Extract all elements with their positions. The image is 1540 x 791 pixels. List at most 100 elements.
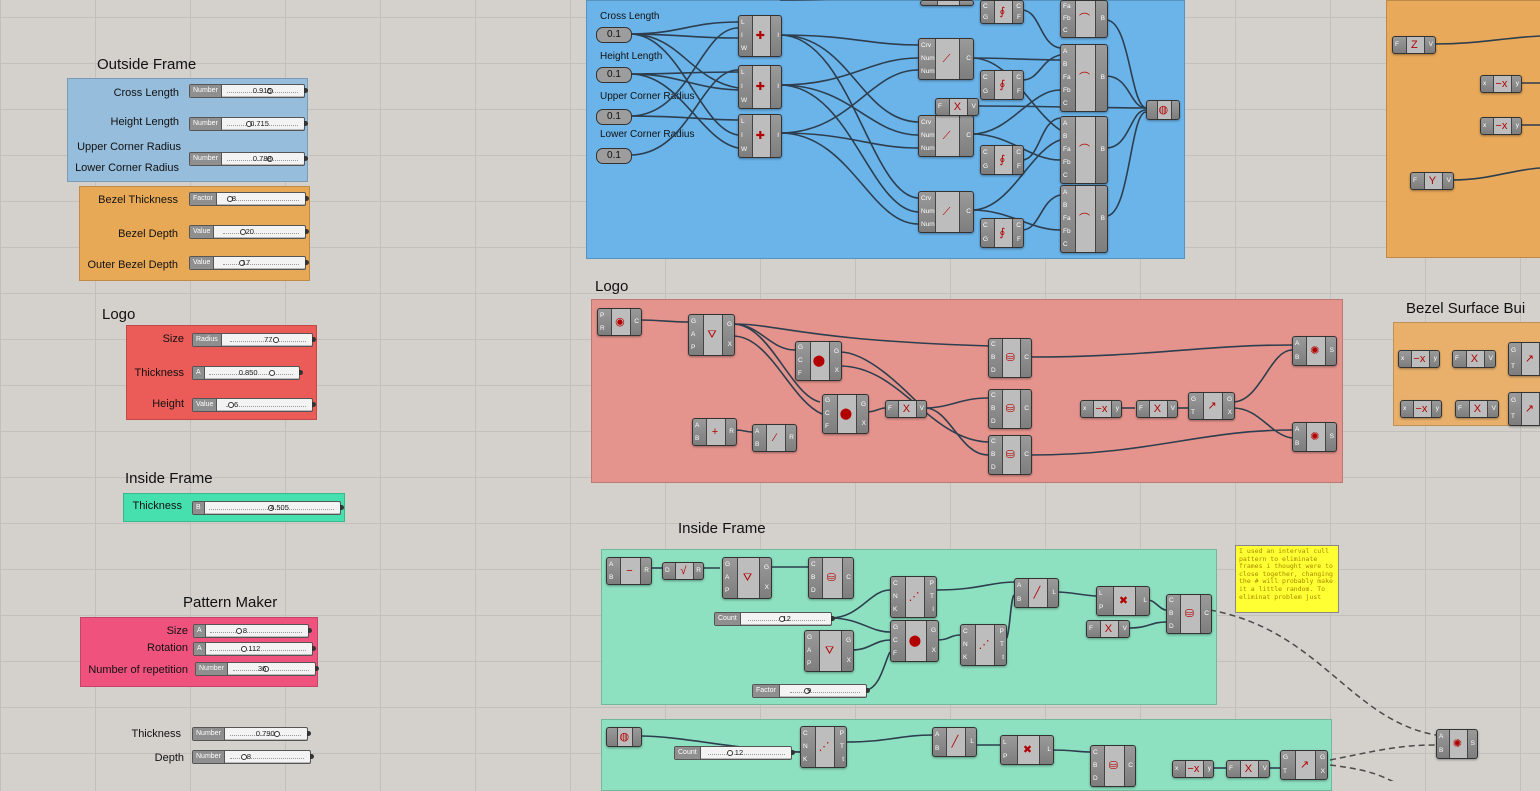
solid-diff-node-a-input-b[interactable]: B [1295,354,1300,361]
fillet-node-c-input-g[interactable]: G [983,163,989,170]
count-slider-inside-output-grip[interactable] [831,616,835,621]
bezel-bezel-depth-slider-output-grip[interactable] [305,229,309,234]
negative-node-logo-input-x[interactable]: x [1083,405,1087,412]
extrude-node-c-input-c[interactable]: C [991,438,996,446]
fillet-node-a-input-g[interactable]: G [983,13,989,21]
offset-node-c-input-num[interactable]: Num [921,208,935,215]
join-node-a-input-w[interactable]: W [741,45,748,53]
cull-node-inside-input-p[interactable]: P [1099,604,1104,611]
blend-node-b-input-fa[interactable]: Fa [1063,74,1071,81]
inside-frame-thickness-slider-output-grip[interactable] [340,505,344,510]
divide-curve-node-lower-output-t[interactable]: t [842,756,844,764]
factor-slider-inside-knob[interactable] [803,688,810,694]
extrude-node-b-input-b[interactable]: B [991,405,996,412]
extra-thickness-slider-knob[interactable] [274,731,281,737]
fillet-node-c-output-f[interactable]: F [1017,163,1021,170]
brep-join-node[interactable]: ◍ [1146,100,1180,120]
extrude-node-a-output-c[interactable]: C [1024,354,1029,361]
divide-curve-node-input-c[interactable]: C [893,579,898,587]
sqrt-node-input-d[interactable]: D [665,567,670,574]
divide-curve-node2-output-p[interactable]: P [999,627,1004,635]
divide-curve-node-output-i[interactable]: I [932,606,934,614]
outside-frame-lower-corner-radius-slider-knob[interactable] [267,156,274,162]
extrude-node-c-input-d[interactable]: D [991,463,996,471]
pattern-maker-rotation-slider-knob[interactable] [240,646,247,652]
move-node-logo-output-g[interactable]: G [1226,395,1232,403]
line-node-inside-input-b[interactable]: B [1017,596,1022,603]
scale-node-inside2-output-g[interactable]: G [845,637,851,644]
subtract-node-input-a[interactable]: A [609,560,614,568]
extrude-node-inside-input-c[interactable]: C [811,560,816,568]
pattern-maker-size-slider-output-grip[interactable] [308,628,312,633]
outside-frame-cross-length-slider-knob[interactable] [267,88,274,94]
cull-node-inside-output-l[interactable]: L [1143,597,1147,604]
logo-height-slider-knob[interactable] [228,402,235,408]
blend-node-b-input-fb[interactable]: Fb [1063,87,1071,95]
blend-node-b-input-c[interactable]: C [1063,100,1068,108]
number-param-1[interactable]: 0.1 [596,27,632,43]
offset-node-c-input-crv[interactable]: Crv [921,194,932,202]
offset-node-b-input-crv[interactable]: Crv [921,118,932,126]
outside-frame-cross-length-slider-output-grip[interactable] [304,88,308,93]
fillet-node-a-output-c[interactable]: C [1016,2,1021,10]
boundary-node-inside-input-c[interactable]: C [893,637,898,644]
blend-node-c-input-a[interactable]: A [1063,119,1068,127]
offset-node-b-input-num[interactable]: Num [921,132,935,139]
extra-depth-slider-knob[interactable] [240,754,247,760]
extrude-node-lower-input-c[interactable]: C [1093,748,1098,756]
fillet-node-d-output-f[interactable]: F [1017,236,1021,243]
boundary-node-b-input-f[interactable]: F [825,422,829,430]
blend-node-d-output-b[interactable]: B [1100,215,1105,222]
join-node-b-input-w[interactable]: W [741,97,748,104]
blend-node-b-input-a[interactable]: A [1063,47,1068,55]
extra-depth-slider-output-grip[interactable] [310,754,314,759]
blend-node-a-output-b[interactable]: B [1100,15,1105,22]
extrude-node-inside-output-c[interactable]: C [846,574,851,581]
fillet-node-a-input-c[interactable]: C [983,2,988,10]
join-node-a-output-i[interactable]: I [777,32,779,39]
negative-node-lower-output-y[interactable]: y [1207,765,1211,772]
fillet-node-b-input-g[interactable]: G [983,88,989,95]
vector-node-inside-output-v[interactable]: V [1122,625,1127,632]
surface-node-lower[interactable]: ◍ [606,727,642,747]
boundary-node-a-input-c[interactable]: C [798,357,803,364]
outside-frame-height-length-slider-output-grip[interactable] [304,121,308,126]
divide-curve-node2-input-n[interactable]: N [963,641,968,648]
vector-node-top2[interactable] [920,0,974,6]
move-node-lower-input-t[interactable]: T [1283,768,1287,775]
extrude-node-c-input-b[interactable]: B [991,451,996,458]
boundary-node-b-output-x[interactable]: X [861,419,866,427]
vector-node-lower-input-f[interactable]: F [1229,765,1233,772]
extrude-node-lower-input-d[interactable]: D [1093,775,1098,783]
fillet-node-b-output-c[interactable]: C [1016,74,1021,81]
vector-node-inside-input-f[interactable]: F [1089,625,1093,632]
number-param-2[interactable]: 0.1 [596,67,632,83]
divide-curve-node2-input-c[interactable]: C [963,627,968,635]
boundary-node-a-output-g[interactable]: G [833,347,839,355]
extrude-node-lower-input-b[interactable]: B [1093,762,1098,769]
join-node-b-input-l[interactable]: L [741,69,745,76]
scale-node-inside-input-p[interactable]: P [725,587,730,595]
extrude-node-b-output-c[interactable]: C [1024,405,1029,412]
